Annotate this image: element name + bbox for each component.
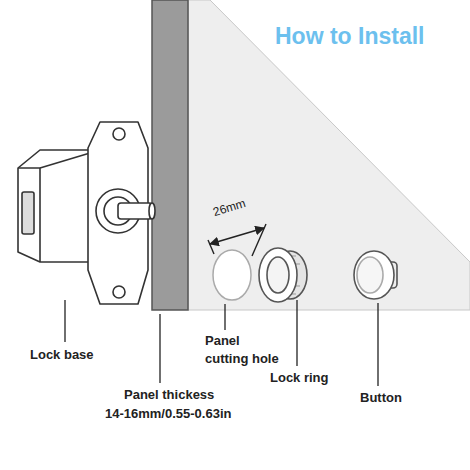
title: How to Install <box>272 22 428 50</box>
button-drawing <box>354 251 397 299</box>
part-label: Panel cutting hole <box>205 332 283 368</box>
panel-edge <box>152 0 188 310</box>
leader-lines <box>65 300 378 386</box>
note-label: Panel thickess <box>124 386 214 404</box>
part-label: Lock ring <box>270 369 329 387</box>
dimension-26mm <box>208 224 266 256</box>
part-label: Lock base <box>30 346 94 364</box>
lock-ring-drawing <box>259 248 307 302</box>
cutting-hole <box>213 250 251 300</box>
part-label: Button <box>360 389 402 407</box>
panel-face <box>188 0 470 310</box>
dimension-label: 14-16mm/0.55-0.63in <box>105 405 231 423</box>
lock-base-drawing <box>18 122 155 304</box>
